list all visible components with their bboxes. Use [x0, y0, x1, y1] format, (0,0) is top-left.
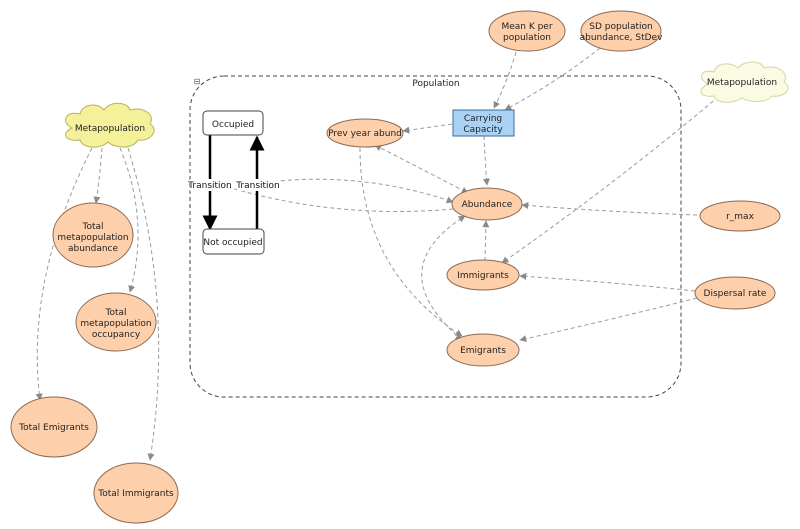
total-abundance-line1: Total	[81, 222, 103, 232]
mean-k-variable[interactable]: Mean K per population	[488, 10, 566, 52]
link-metapop-total-occupancy	[119, 147, 139, 293]
metapopulation-cloud-left[interactable]: Metapopulation	[65, 102, 155, 148]
sd-population-line2: abundance, StDev	[580, 33, 663, 43]
total-abundance-line3: abundance	[68, 244, 119, 254]
transition-label-down: Transition	[187, 181, 232, 191]
mean-k-line2: population	[503, 33, 551, 43]
link-metapop-total-emigrants	[35, 147, 93, 401]
population-container[interactable]: Population ⊟	[189, 75, 682, 398]
total-occupancy-line1: Total	[104, 308, 126, 318]
link-carrying-abundance	[483, 135, 490, 186]
link-prevyear-abundance	[374, 144, 469, 194]
link-carrying-prevyear	[402, 123, 453, 134]
total-emigrants-label: Total Emigrants	[18, 423, 89, 433]
total-occupancy-line3: occupancy	[92, 330, 141, 340]
population-title: Population	[412, 79, 459, 89]
link-transition-abundance	[259, 178, 454, 204]
link-immigrants-abundance	[482, 220, 490, 262]
link-abundance-transition	[214, 182, 454, 212]
link-metapop-total-abundance	[93, 147, 103, 204]
link-prevyear-emigrants	[359, 147, 463, 337]
immigrants-label: Immigrants	[457, 271, 509, 281]
mean-k-line1: Mean K per	[501, 22, 552, 32]
metapopulation-right-label: Metapopulation	[707, 78, 777, 88]
link-emigrants-abundance	[421, 215, 466, 341]
total-immigrants-label: Total Immigrants	[97, 489, 174, 499]
dispersal-rate-label: Dispersal rate	[704, 289, 767, 299]
total-metapopulation-occupancy-variable[interactable]: Total metapopulation occupancy	[75, 292, 157, 352]
prev-year-abund-label: Prev year abund	[328, 129, 402, 139]
sd-population-line1: SD population	[589, 22, 652, 32]
dispersal-rate-variable[interactable]: Dispersal rate	[694, 276, 776, 310]
link-dispersal-immigrants	[519, 272, 696, 292]
link-meank-carrying	[493, 51, 517, 109]
total-emigrants-variable[interactable]: Total Emigrants	[10, 396, 98, 458]
state-not-occupied-label: Not occupied	[203, 238, 262, 248]
r-max-variable[interactable]: r_max	[699, 200, 781, 232]
link-dispersal-emigrants	[519, 297, 698, 343]
carrying-capacity-line1: Carrying	[464, 114, 502, 124]
link-metapop-right-immigrants	[501, 91, 725, 264]
total-metapopulation-abundance-variable[interactable]: Total metapopulation abundance	[52, 202, 134, 268]
total-immigrants-variable[interactable]: Total Immigrants	[93, 462, 179, 524]
total-occupancy-line2: metapopulation	[80, 319, 151, 329]
state-not-occupied[interactable]: Not occupied	[202, 228, 265, 255]
immigrants-variable[interactable]: Immigrants	[446, 259, 520, 291]
link-sd-carrying	[504, 47, 601, 111]
prev-year-abund-variable[interactable]: Prev year abund	[326, 118, 404, 148]
metapopulation-left-label: Metapopulation	[75, 124, 145, 134]
abundance-variable[interactable]: Abundance	[451, 187, 523, 221]
carrying-capacity-line2: Capacity	[463, 125, 503, 135]
metapopulation-cloud-right[interactable]: Metapopulation	[700, 61, 789, 103]
state-occupied[interactable]: Occupied	[202, 110, 264, 136]
r-max-label: r_max	[726, 212, 754, 222]
sd-population-variable[interactable]: SD population abundance, StDev	[580, 10, 663, 52]
link-rmax-abundance	[521, 202, 698, 216]
transitions[interactable]: Transition Transition	[187, 135, 280, 231]
state-occupied-label: Occupied	[212, 120, 254, 130]
transition-label-up: Transition	[235, 181, 280, 191]
links	[35, 47, 725, 461]
total-abundance-line2: metapopulation	[57, 233, 128, 243]
collapse-icon[interactable]: ⊟	[194, 77, 201, 86]
emigrants-label: Emigrants	[460, 346, 506, 356]
emigrants-variable[interactable]: Emigrants	[446, 333, 520, 367]
link-metapop-total-immigrants	[127, 147, 160, 461]
carrying-capacity-stock[interactable]: Carrying Capacity	[452, 109, 515, 137]
abundance-label: Abundance	[462, 200, 513, 210]
